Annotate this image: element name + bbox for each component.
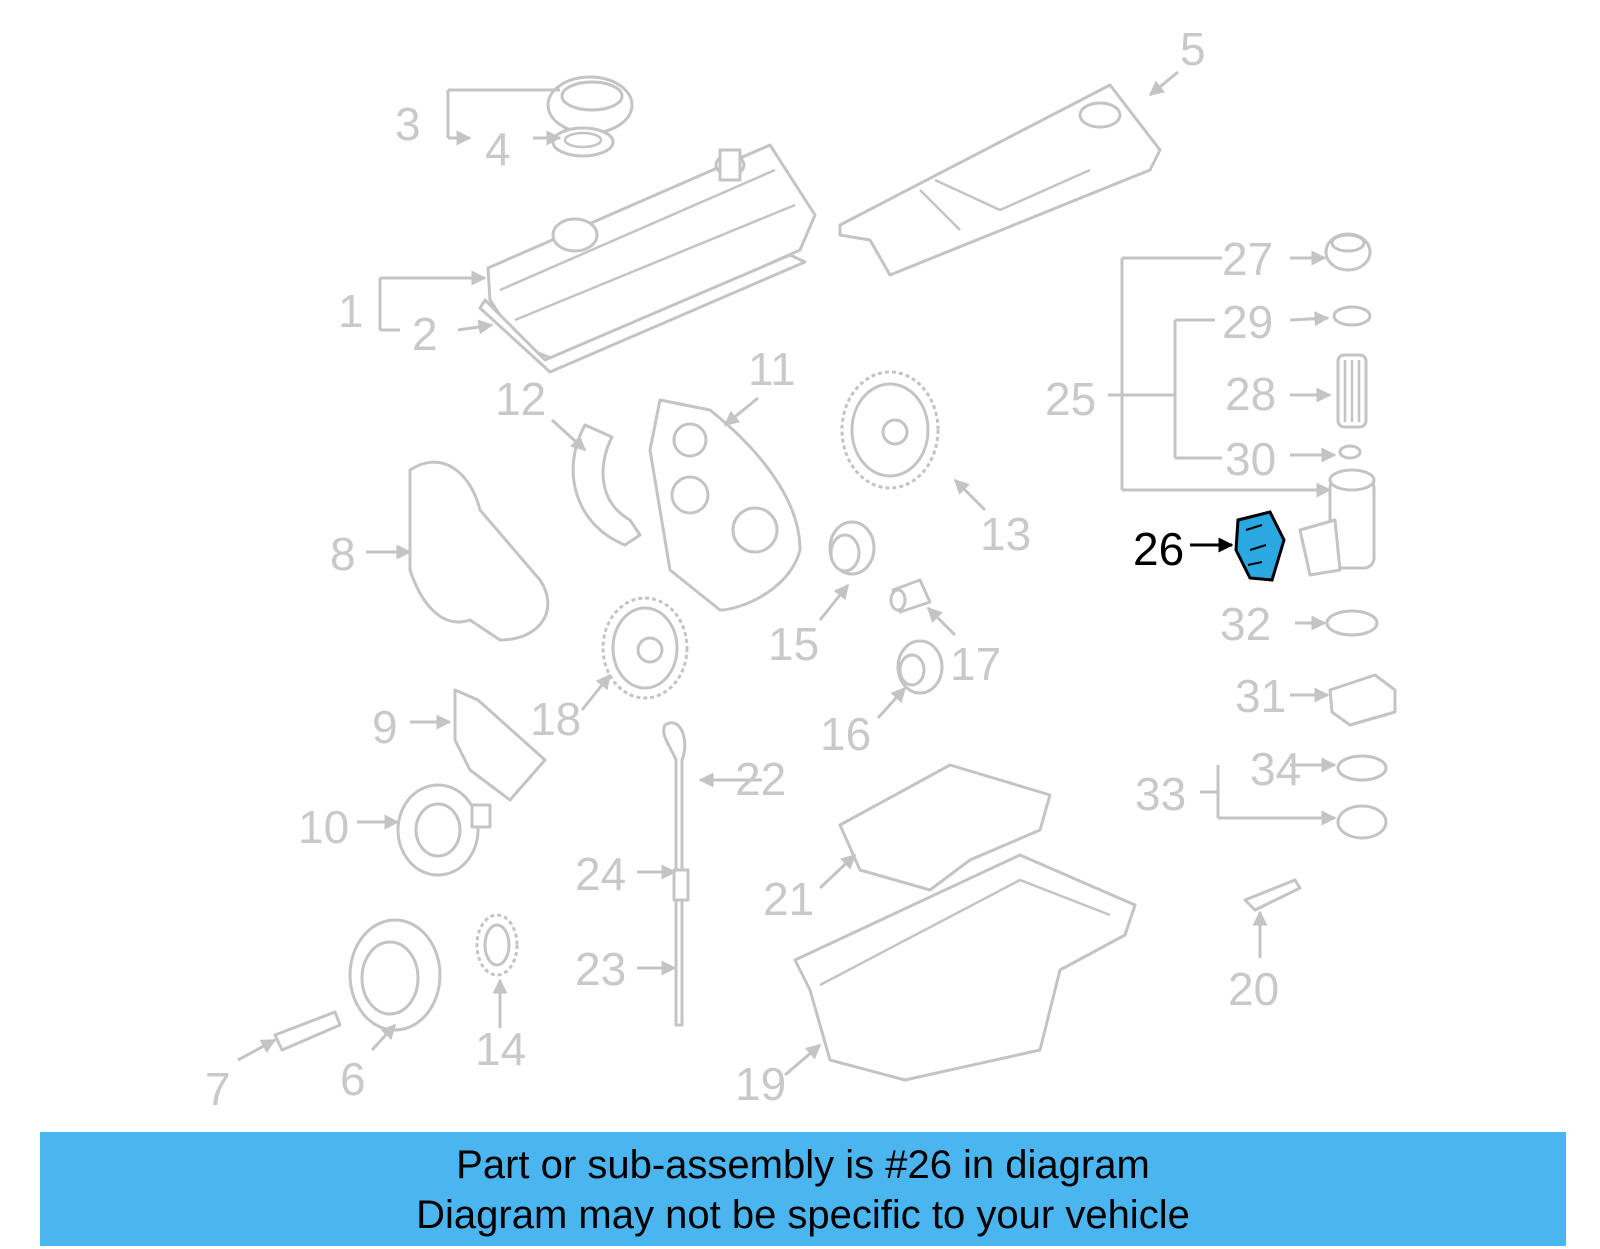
callout-2: 2 <box>412 308 438 360</box>
callout-19: 19 <box>735 1058 786 1110</box>
oil-filler-cap <box>546 75 634 135</box>
dipstick-assembly <box>662 721 690 1027</box>
callout-numbers: 3 4 5 1 2 12 11 13 8 15 17 16 18 9 22 10… <box>205 23 1301 1115</box>
callout-26: 26 <box>1133 523 1184 575</box>
oil-filter-cap <box>1324 232 1372 272</box>
valve-cover-gasket <box>478 253 807 374</box>
crankshaft-gear <box>475 913 519 977</box>
leader-lines <box>237 70 1335 1077</box>
callout-23: 23 <box>575 943 626 995</box>
callout-28: 28 <box>1225 368 1276 420</box>
timing-belt-cover <box>408 460 550 642</box>
oil-cooler <box>1328 673 1397 727</box>
callout-17: 17 <box>950 638 1001 690</box>
bushing <box>889 578 932 614</box>
oil-filter-housing <box>1298 468 1376 577</box>
oil-pan <box>793 853 1137 1082</box>
oil-baffle <box>838 763 1052 892</box>
callout-20: 20 <box>1228 963 1279 1015</box>
engine-cover <box>838 83 1162 277</box>
small-seal <box>1338 444 1362 460</box>
tensioner-pulley <box>896 639 944 695</box>
cooler-seal <box>1336 754 1388 782</box>
oil-filter-element <box>1336 353 1368 429</box>
callout-31: 31 <box>1235 670 1286 722</box>
callout-16: 16 <box>820 708 871 760</box>
callout-33: 33 <box>1135 768 1186 820</box>
callout-34: 34 <box>1250 743 1301 795</box>
callout-8: 8 <box>330 528 356 580</box>
idler-pulley <box>828 520 876 576</box>
crankshaft-pulley <box>348 918 442 1032</box>
callout-30: 30 <box>1225 433 1276 485</box>
callout-24: 24 <box>575 848 626 900</box>
cap-seal <box>551 126 615 158</box>
callout-29: 29 <box>1222 296 1273 348</box>
callout-15: 15 <box>768 618 819 670</box>
callout-11: 11 <box>748 343 796 395</box>
callout-14: 14 <box>475 1023 526 1075</box>
camshaft-sprocket <box>840 370 940 490</box>
timing-belt <box>571 423 642 547</box>
callout-1: 1 <box>338 285 364 337</box>
crankshaft-sprocket <box>601 596 689 700</box>
crank-bolt <box>273 1010 342 1052</box>
filter-o-ring <box>1332 305 1372 327</box>
callout-6: 6 <box>340 1053 366 1105</box>
callout-22: 22 <box>735 753 786 805</box>
timing-cover <box>648 398 802 612</box>
callout-4: 4 <box>485 123 511 175</box>
callout-5: 5 <box>1180 23 1206 75</box>
cover-plate <box>453 688 547 802</box>
oil-level-sensor <box>1243 878 1302 912</box>
callout-25: 25 <box>1045 373 1096 425</box>
callout-18: 18 <box>530 693 581 745</box>
valve-cover <box>486 143 817 362</box>
callout-3: 3 <box>395 98 421 150</box>
seal-flange <box>396 783 492 877</box>
callout-32: 32 <box>1220 598 1271 650</box>
banner-line-1: Part or sub-assembly is #26 in diagram <box>456 1143 1150 1187</box>
callout-12: 12 <box>495 373 546 425</box>
housing-seal <box>1325 609 1379 637</box>
callout-13: 13 <box>980 508 1031 560</box>
callout-9: 9 <box>372 701 398 753</box>
callout-10: 10 <box>298 801 349 853</box>
callout-7: 7 <box>205 1063 231 1115</box>
info-banner: Part or sub-assembly is #26 in diagram D… <box>40 1132 1566 1246</box>
callout-21: 21 <box>763 873 814 925</box>
callout-27: 27 <box>1222 233 1273 285</box>
cooler-nut <box>1336 804 1388 840</box>
banner-line-2: Diagram may not be specific to your vehi… <box>416 1193 1190 1237</box>
